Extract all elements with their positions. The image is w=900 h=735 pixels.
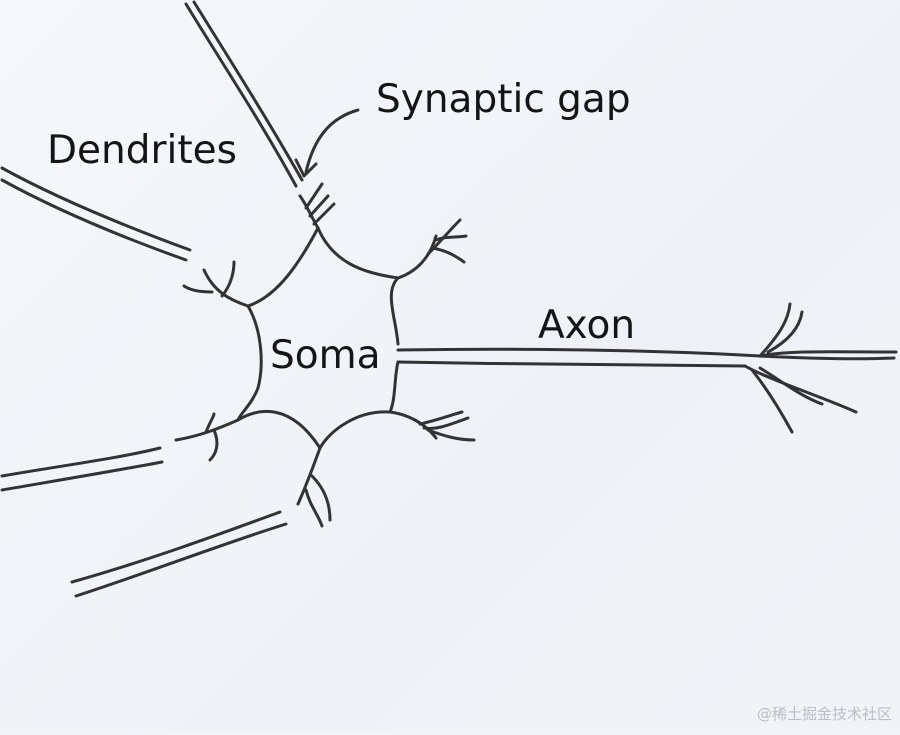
dendrite-bottom-branch-2 — [310, 474, 332, 522]
axon-lower-line — [396, 360, 747, 368]
axon-terminal-3 — [758, 302, 792, 358]
dendrite-left-line-2 — [0, 178, 188, 262]
dendrite-lowerleft-branch-2 — [208, 428, 219, 462]
dendrite-top-spine-3 — [308, 194, 330, 218]
dendrite-top-spine-2 — [304, 182, 324, 210]
dendrite-lowerright-branch-1 — [388, 410, 438, 440]
dendrite-upperright-branch-2 — [426, 218, 462, 256]
dendrite-bottom-line-2 — [74, 522, 288, 598]
dendrite-top-spine-4 — [312, 202, 336, 226]
dendrite-lowerright-branch-4 — [422, 416, 470, 430]
dendrite-bottom-branch-1 — [296, 446, 322, 506]
synaptic-gap-arrow — [304, 108, 360, 174]
axon-terminal-1 — [758, 350, 898, 358]
dendrite-upperright-branch-4 — [434, 234, 468, 242]
dendrite-top-line-1 — [184, 2, 298, 188]
dendrite-lowerright-branch-2 — [418, 410, 464, 426]
dendrite-lowerleft-line-1 — [0, 446, 162, 478]
dendrite-top-spine-1 — [298, 194, 320, 230]
synaptic-gap-arrowhead — [294, 158, 318, 178]
dendrite-left-line-1 — [0, 166, 192, 252]
dendrite-upperright-branch-3 — [430, 246, 466, 264]
axon-terminal-4 — [766, 310, 804, 354]
synaptic-gap-label: Synaptic gap — [376, 77, 631, 122]
dendrite-left-branch-3 — [182, 284, 214, 294]
dendrite-upperright-branch-1 — [396, 234, 438, 280]
dendrite-lowerleft-branch-3 — [204, 412, 216, 434]
axon-terminal-7 — [758, 366, 824, 406]
dendrites-label: Dendrites — [47, 128, 237, 173]
dendrite-lowerleft-line-2 — [0, 460, 164, 492]
axon-label: Axon — [538, 303, 636, 348]
dendrite-lowerleft-branch-1 — [174, 418, 240, 442]
axon-terminal-2 — [758, 354, 896, 361]
watermark: @稀土掘金技术社区 — [756, 705, 892, 723]
dendrite-left-branch-2 — [220, 260, 236, 298]
dendrite-bottom-branch-3 — [304, 488, 324, 528]
axon-terminal-5 — [743, 364, 858, 414]
dendrite-bottom-line-1 — [70, 510, 282, 584]
soma-label: Soma — [270, 333, 381, 378]
dendrite-lowerright-branch-3 — [426, 428, 476, 442]
axon-upper-line — [396, 347, 762, 358]
axon-terminal-6 — [750, 368, 794, 434]
dendrite-top-line-2 — [192, 0, 304, 182]
